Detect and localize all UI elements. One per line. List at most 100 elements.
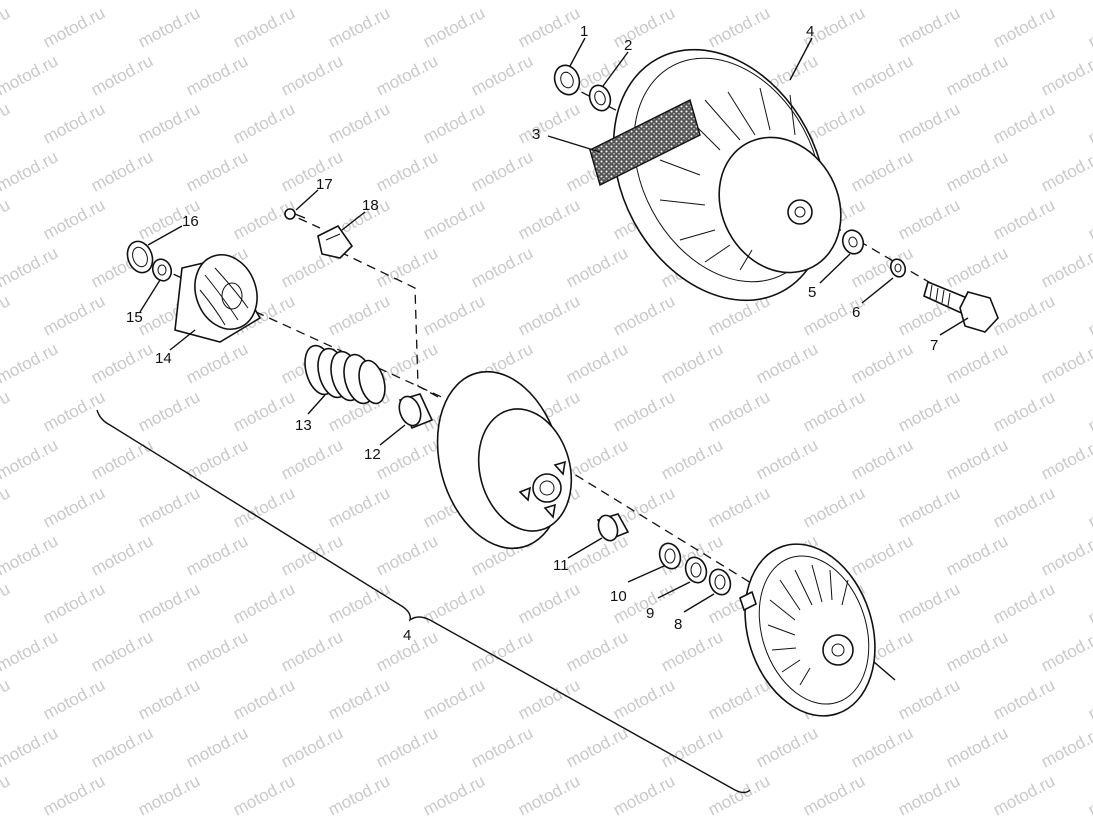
callout-4-driven-sheave: 4 bbox=[806, 23, 814, 40]
watermark-text: motod.ru bbox=[0, 723, 61, 771]
assembly-bracket bbox=[96, 409, 751, 794]
watermark-text: motod.ru bbox=[420, 99, 488, 147]
watermark-text: motod.ru bbox=[40, 483, 108, 531]
watermark-text: motod.ru bbox=[515, 579, 583, 627]
watermark-text: motod.ru bbox=[705, 483, 773, 531]
watermark-text: motod.ru bbox=[183, 723, 251, 771]
watermark-text: motod.ru bbox=[610, 387, 678, 435]
watermark-text: motod.ru bbox=[0, 387, 13, 435]
watermark-text: motod.ru bbox=[40, 675, 108, 723]
callout-13: 13 bbox=[295, 417, 312, 434]
part-1-bearing bbox=[553, 64, 581, 96]
watermark-text: motod.ru bbox=[1085, 579, 1093, 627]
watermark-text: motod.ru bbox=[895, 579, 963, 627]
watermark-text: motod.ru bbox=[40, 291, 108, 339]
watermark-text: motod.ru bbox=[230, 675, 298, 723]
watermark-text: motod.ru bbox=[848, 723, 916, 771]
callout-12: 12 bbox=[364, 446, 381, 463]
watermark-text: motod.ru bbox=[0, 483, 13, 531]
watermark-text: motod.ru bbox=[1085, 387, 1093, 435]
watermark-text: motod.ru bbox=[990, 291, 1058, 339]
watermark-text: motod.ru bbox=[230, 771, 298, 819]
callout-2: 2 bbox=[624, 37, 632, 54]
watermark-text: motod.ru bbox=[40, 99, 108, 147]
watermark-text: motod.ru bbox=[373, 243, 441, 291]
watermark-text: motod.ru bbox=[705, 387, 773, 435]
watermark-text: motod.ru bbox=[563, 243, 631, 291]
part-17-screw bbox=[284, 208, 306, 220]
watermark-text: motod.ru bbox=[230, 579, 298, 627]
part-3-drive-belt bbox=[589, 98, 701, 187]
leader-lines bbox=[139, 37, 969, 613]
watermark-text: motod.ru bbox=[420, 195, 488, 243]
watermark-text: motod.ru bbox=[135, 99, 203, 147]
callout-16: 16 bbox=[182, 213, 199, 230]
watermark-text: motod.ru bbox=[610, 3, 678, 51]
watermark-text: motod.ru bbox=[848, 51, 916, 99]
watermark-text: motod.ru bbox=[1085, 771, 1093, 819]
watermark-text: motod.ru bbox=[563, 435, 631, 483]
part-16-snap-ring bbox=[126, 240, 154, 274]
watermark-text: motod.ru bbox=[943, 627, 1011, 675]
watermark-text: motod.ru bbox=[1085, 483, 1093, 531]
watermark-text: motod.ru bbox=[848, 531, 916, 579]
watermark-text: motod.ru bbox=[658, 339, 726, 387]
watermark-text: motod.ru bbox=[1038, 0, 1093, 4]
watermark-text: motod.ru bbox=[1038, 339, 1093, 387]
watermark-text: motod.ru bbox=[895, 195, 963, 243]
watermark-text: motod.ru bbox=[230, 387, 298, 435]
watermark-text: motod.ru bbox=[0, 147, 61, 195]
watermark-text: motod.ru bbox=[468, 243, 536, 291]
watermark-text: motod.ru bbox=[943, 339, 1011, 387]
watermark-text: motod.ru bbox=[753, 723, 821, 771]
watermark-text: motod.ru bbox=[705, 675, 773, 723]
watermark-text: motod.ru bbox=[610, 675, 678, 723]
part-12-bushing bbox=[398, 393, 434, 430]
watermark-text: motod.ru bbox=[278, 51, 346, 99]
watermark-text: motod.ru bbox=[420, 771, 488, 819]
watermark-text: motod.ru bbox=[800, 771, 868, 819]
callout-labels: 1 2 3 4 5 6 7 8 9 10 11 12 13 14 15 16 1… bbox=[126, 23, 938, 644]
callout-15: 15 bbox=[126, 309, 143, 326]
watermark-text: motod.ru bbox=[990, 99, 1058, 147]
watermark-text: motod.ru bbox=[88, 627, 156, 675]
watermark-text: motod.ru bbox=[943, 147, 1011, 195]
watermark-text: motod.ru bbox=[658, 435, 726, 483]
watermark-text: motod.ru bbox=[230, 483, 298, 531]
watermark-text: motod.ru bbox=[135, 579, 203, 627]
watermark-text: motod.ru bbox=[183, 51, 251, 99]
watermark-text: motod.ru bbox=[0, 435, 61, 483]
watermark-text: motod.ru bbox=[135, 771, 203, 819]
watermark-text: motod.ru bbox=[183, 627, 251, 675]
callout-18: 18 bbox=[362, 197, 379, 214]
watermark-text: motod.ru bbox=[325, 99, 393, 147]
watermark-text: motod.ru bbox=[1085, 675, 1093, 723]
watermark-text: motod.ru bbox=[563, 627, 631, 675]
watermark-text: motod.ru bbox=[1038, 627, 1093, 675]
watermark-text: motod.ru bbox=[1085, 291, 1093, 339]
watermark-text: motod.ru bbox=[800, 387, 868, 435]
watermark-text: motod.ru bbox=[278, 627, 346, 675]
watermark-text: motod.ru bbox=[183, 339, 251, 387]
watermark-text: motod.ru bbox=[1038, 531, 1093, 579]
watermark-text: motod.ru bbox=[848, 435, 916, 483]
watermark-text: motod.ru bbox=[0, 99, 13, 147]
watermark-text: motod.ru bbox=[0, 627, 61, 675]
watermark-text: motod.ru bbox=[515, 771, 583, 819]
watermark-text: motod.ru bbox=[563, 339, 631, 387]
part-8-washer bbox=[708, 568, 732, 596]
watermark-text: motod.ru bbox=[0, 51, 61, 99]
watermark-text: motod.ru bbox=[373, 147, 441, 195]
watermark-text: motod.ru bbox=[848, 339, 916, 387]
watermark-text: motod.ru bbox=[1038, 723, 1093, 771]
watermark-text: motod.ru bbox=[658, 723, 726, 771]
part-13-spring bbox=[304, 344, 386, 405]
watermark-text: motod.ru bbox=[990, 579, 1058, 627]
part-6-lock-washer bbox=[889, 258, 907, 278]
watermark-text: motod.ru bbox=[0, 195, 13, 243]
watermark-text: motod.ru bbox=[990, 771, 1058, 819]
watermark-text: motod.ru bbox=[40, 771, 108, 819]
callout-6: 6 bbox=[852, 304, 860, 321]
